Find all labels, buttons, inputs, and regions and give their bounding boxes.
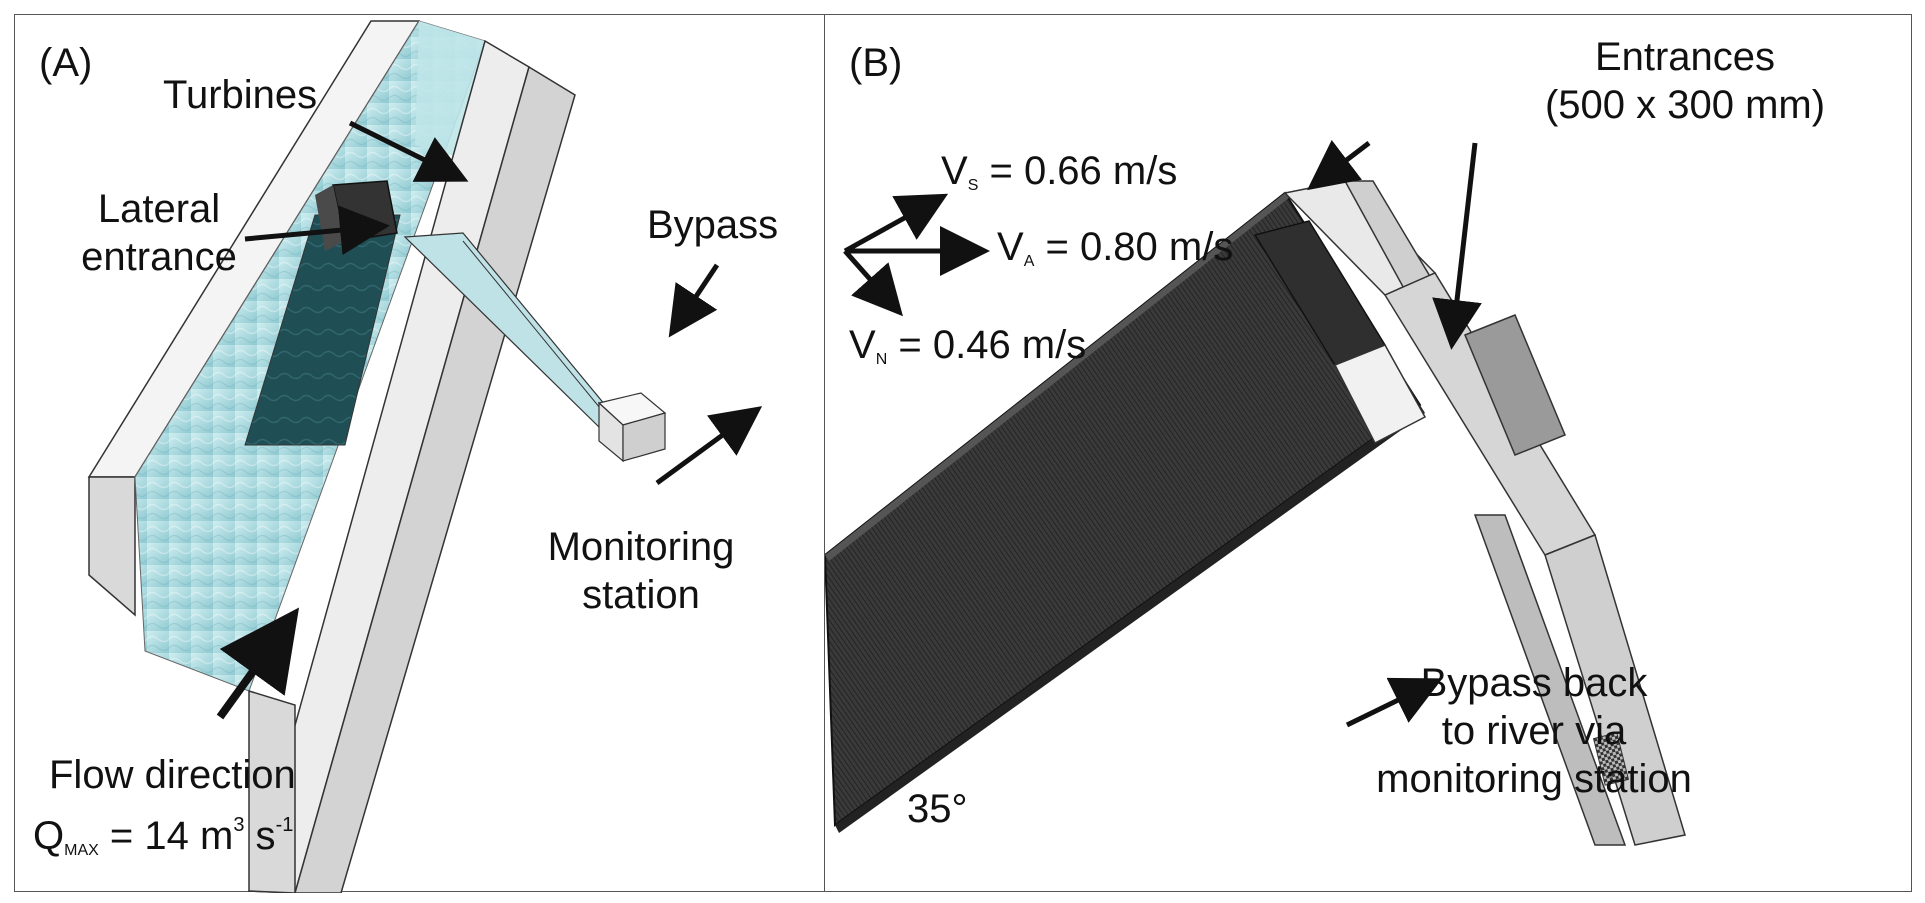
vs-symbol: V (941, 149, 968, 193)
bypass-back-line3: monitoring station (1376, 757, 1692, 801)
lateral-entrance-line1: Lateral (97, 187, 221, 231)
screen-illustration (825, 139, 1686, 846)
bypass-back-label: Bypass back to river via monitoring stat… (1369, 659, 1699, 803)
monitoring-station-label: Monitoring station (531, 523, 751, 619)
q-exponent-2: -1 (275, 814, 294, 836)
lateral-entrance-line2: entrance (81, 235, 237, 279)
monitoring-box-right (622, 412, 666, 462)
vs-vector (843, 193, 949, 254)
vn-vector (843, 249, 903, 317)
monitoring-line1: Monitoring (547, 525, 735, 569)
va-label: VA = 0.80 m/s (997, 223, 1233, 286)
screen-top-edge (825, 193, 1290, 561)
right-wall-face (248, 689, 296, 893)
vn-symbol: V (849, 323, 876, 367)
panel-b-tag: (B) (849, 41, 903, 85)
bypass-channel-left-wall (1473, 514, 1627, 846)
va-value: = 0.80 m/s (1034, 225, 1234, 269)
entrances-arrow-2 (1432, 142, 1482, 350)
entrance-floor (1333, 344, 1427, 445)
panel-a: (A) Turbines Lateral entrance Bypass Mon… (14, 14, 826, 893)
turbines-arrow (348, 120, 469, 182)
bypass-label: Bypass (647, 203, 779, 247)
q-unit-s: s (244, 814, 276, 858)
flow-direction-arrow (216, 607, 300, 720)
vn-value: = 0.46 m/s (887, 323, 1087, 367)
monitoring-grid (1592, 732, 1630, 786)
channel-illustration (87, 20, 763, 893)
discharge-label: QMAX = 14 m3 s-1 (33, 801, 293, 875)
left-wall-face (88, 476, 136, 617)
entrances-line1: Entrances (1594, 35, 1776, 79)
panel-a-tag: (A) (39, 41, 93, 85)
monitoring-line2: station (582, 573, 700, 617)
entrances-label: Entrances (500 x 300 mm) (1525, 33, 1845, 129)
vs-value: = 0.66 m/s (978, 149, 1178, 193)
lateral-entrance-label: Lateral entrance (59, 185, 259, 281)
q-symbol: Q (33, 814, 65, 858)
vn-label: VN = 0.46 m/s (849, 321, 1086, 384)
q-value: = 14 m (98, 814, 234, 858)
entrances-arrow-1 (1307, 139, 1371, 191)
q-subscript: MAX (64, 842, 99, 859)
screen-angle-label: 35° (907, 787, 968, 831)
gate-plate (1464, 314, 1566, 456)
monitoring-arrow (655, 406, 763, 486)
vn-subscript: N (875, 351, 888, 368)
entrances-line2: (500 x 300 mm) (1544, 83, 1826, 127)
screen-bottom-edge (835, 405, 1425, 833)
bypass-back-line1: Bypass back (1420, 661, 1648, 705)
vs-label: VS = 0.66 m/s (941, 147, 1177, 210)
turbines-label: Turbines (163, 73, 318, 117)
vs-subscript: S (967, 177, 979, 194)
lateral-entrance-arrow (244, 205, 390, 256)
va-symbol: V (997, 225, 1024, 269)
bypass-back-arrow (1345, 677, 1443, 728)
lateral-entrance-block (315, 185, 345, 251)
flow-direction-label: Flow direction (49, 753, 296, 797)
va-subscript: A (1023, 253, 1035, 270)
right-wall-side (294, 65, 576, 893)
bypass-arrow (668, 263, 720, 338)
q-exponent-1: 3 (233, 814, 245, 836)
panel-b: (B) Entrances (500 x 300 mm) VS = 0.66 m… (824, 14, 1912, 892)
bypass-back-line2: to river via (1441, 709, 1627, 753)
